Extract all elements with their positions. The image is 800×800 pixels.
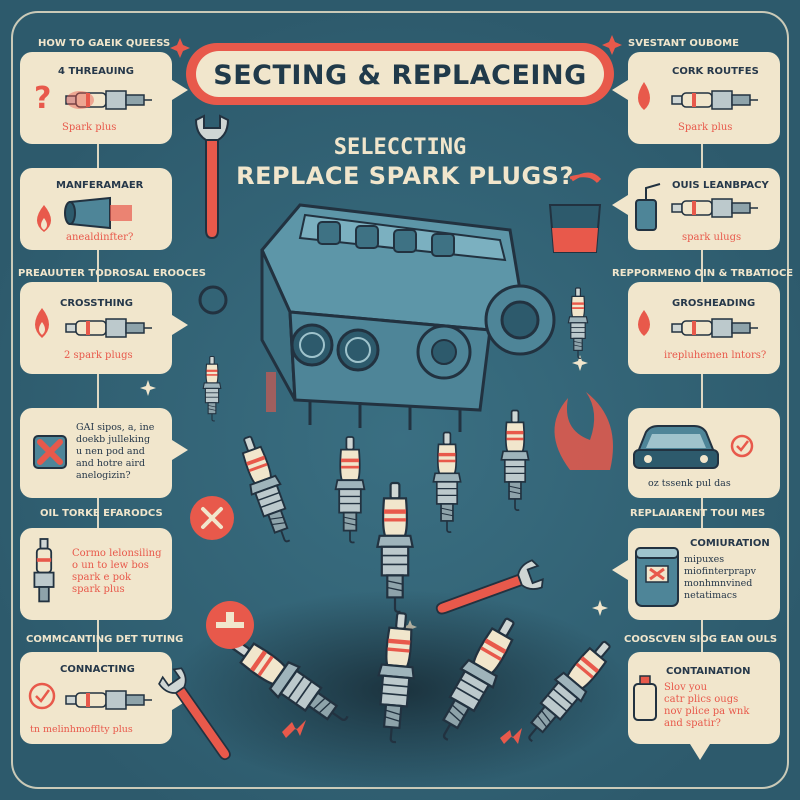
flame-icon: [638, 310, 650, 336]
x-mark-icon: [190, 496, 234, 540]
section-heading-bottom-left: COMMCANTING DET TUTING: [26, 634, 184, 645]
engine-block-icon: [260, 203, 556, 432]
card-caption: Spark plus: [678, 122, 733, 133]
banner-title: SECTING & REPLACEING: [213, 60, 587, 91]
card-caption: tn melinhmofflty plus: [30, 724, 133, 735]
card-caption: spark ulugs: [682, 232, 742, 243]
card-title: GROSHEADING: [672, 298, 756, 309]
check-icon: [28, 682, 56, 710]
oil-can-icon: [635, 183, 661, 231]
card-title: COMIURATION: [690, 538, 770, 549]
card-body: GAI sipos, a, ine doekb julleking u nen …: [76, 422, 155, 481]
card-body: mipuxes miofinterprapv monhmnvined netat…: [684, 554, 756, 601]
section-heading-mid-right: REPPORMENO OIN & TRBATIOCE: [612, 268, 794, 279]
check-icon: [730, 434, 754, 458]
card-caption: oz tssenk pul das: [648, 478, 731, 489]
question-mark-icon: ?: [34, 81, 51, 116]
subtitle-line-1: SELECCTING: [333, 135, 467, 160]
card-title: CONNACTING: [60, 664, 135, 675]
section-heading-mid-left: PREAUUTER TODROSAL EROOCES: [18, 268, 206, 279]
arrow-icon: [569, 174, 600, 184]
section-heading-top-right: SVESTANT OUBOME: [628, 38, 739, 49]
minus-badge-icon: [206, 601, 254, 649]
card-title: OUIS LEANBPACY: [672, 180, 769, 191]
oil-can-icon: [633, 675, 657, 721]
card-title: 4 THREAUING: [58, 66, 135, 77]
flame-icon: [638, 82, 650, 110]
subtitle-line-2: REPLACE SPARK PLUGS?: [236, 162, 574, 190]
car-icon: [633, 425, 719, 469]
oil-can-icon: [635, 547, 679, 607]
cup-icon: [548, 172, 602, 253]
card-title: CROSSTHING: [60, 298, 133, 309]
x-mark-icon: [33, 435, 67, 469]
card-title: CONTAINATION: [666, 666, 751, 677]
title-banner: [186, 43, 614, 105]
svg-text:?: ?: [34, 81, 51, 116]
section-heading-bottom-right: COOSCVEN SIOG EAN OULS: [624, 634, 778, 645]
card-body: Cormo lelonsiling o un to lew bos spark …: [72, 548, 162, 595]
section-heading-low-left: OIL TORKE EFARODCS: [40, 508, 163, 519]
flame-icon: [37, 205, 51, 232]
nozzle-icon: [64, 196, 132, 230]
card-caption: anealdinfter?: [66, 232, 134, 243]
card-title: CORK ROUTFES: [672, 66, 759, 77]
card-caption: 2 spark plugs: [64, 350, 133, 361]
flame-icon: [554, 392, 613, 470]
lightning-icon: [282, 720, 522, 744]
card-caption: irepluhemen lntors?: [664, 350, 767, 361]
card-title: MANFERAMAER: [56, 180, 144, 191]
card-body: Slov you catr plics ougs nov plice pa wn…: [664, 682, 750, 729]
flame-icon: [35, 308, 49, 338]
section-heading-low-right: REPLAIARENT TOUI MES: [630, 508, 766, 519]
section-heading-top-left: HOW TO GAEIK QUEESS: [38, 38, 171, 49]
card-caption: Spark plus: [62, 122, 117, 133]
